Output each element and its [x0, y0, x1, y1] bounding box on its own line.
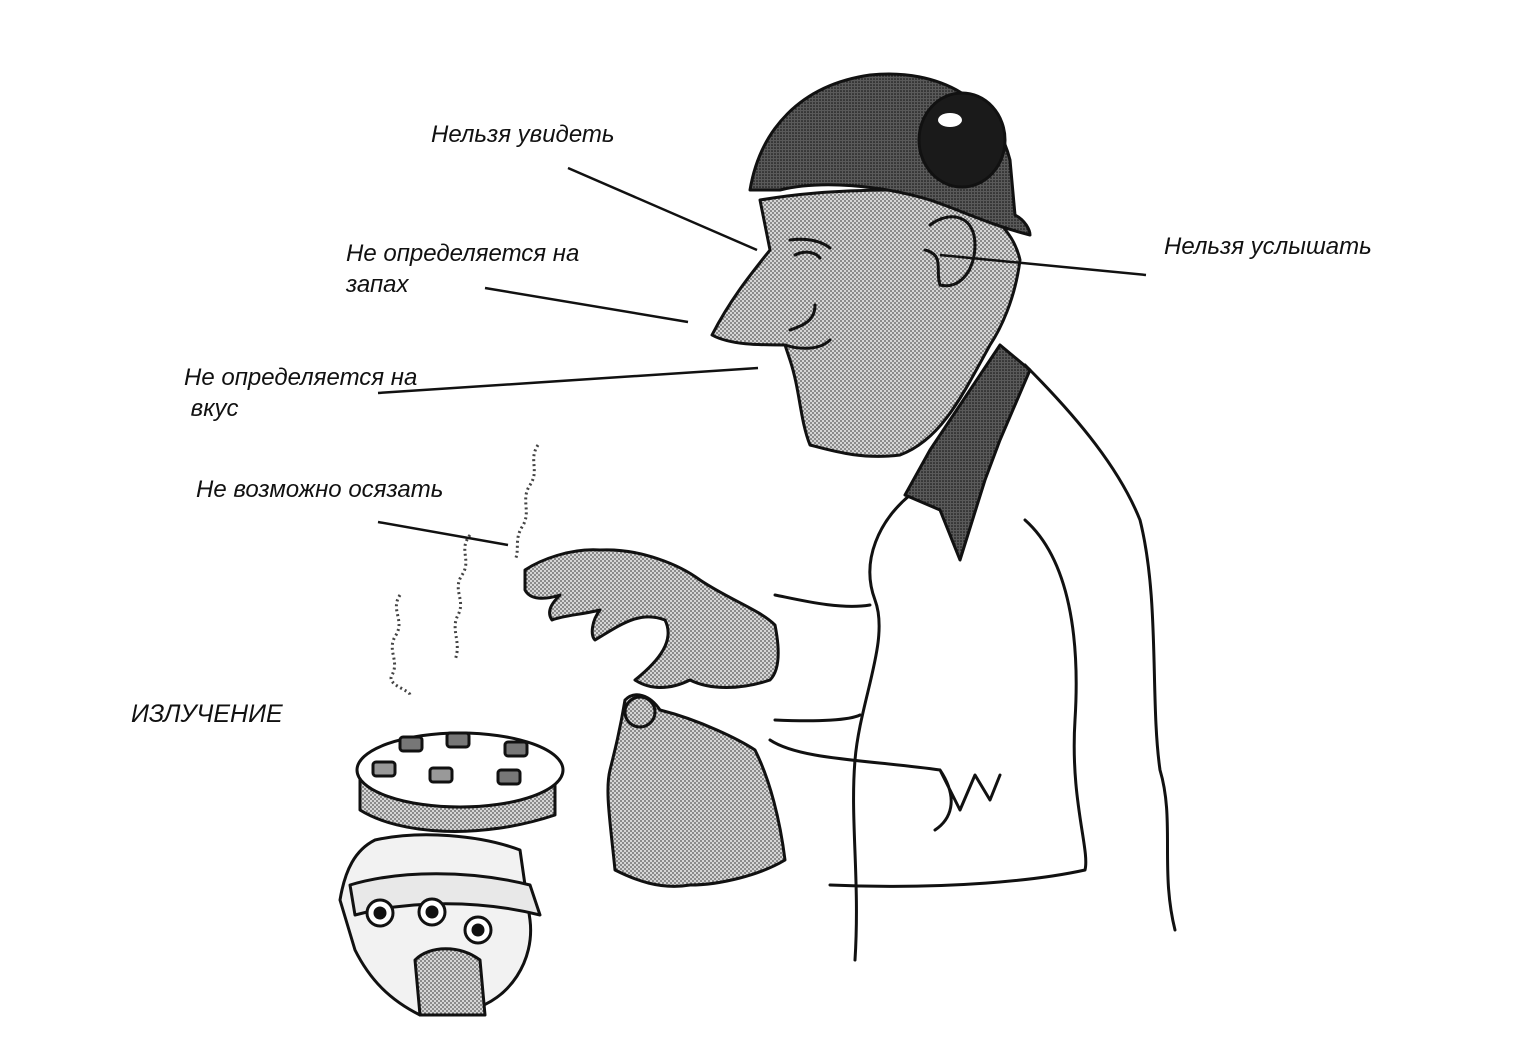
helmet-lamp [917, 91, 1007, 189]
radiation-waves [389, 444, 540, 696]
worker-sleeve [768, 593, 1002, 832]
source-stem [413, 947, 487, 1017]
source-bolt [445, 731, 471, 749]
label-no-smell-line1: Не определяется на [346, 240, 580, 267]
label-no-taste-line1: Не определяется на [184, 364, 418, 391]
label-no-taste-line2: вкус [184, 395, 239, 422]
label-no-smell: Не определяется на запах [346, 238, 579, 300]
source-band [348, 872, 542, 917]
label-no-smell-line2: запах [346, 271, 409, 298]
worker-lower-hand [606, 693, 787, 888]
leader-line-see [567, 166, 758, 252]
worker-mouth [783, 303, 832, 350]
leader-line-taste [377, 366, 759, 395]
source-bolt [496, 768, 522, 786]
leader-line-touch [377, 520, 509, 547]
helmet-lamp-highlight [938, 113, 962, 127]
label-radiation: ИЗЛУЧЕНИЕ [131, 700, 283, 728]
label-no-taste: Не определяется на вкус [184, 362, 417, 424]
worker-eye [788, 237, 832, 260]
leader-line-hear [939, 253, 1147, 277]
radiation-source [338, 731, 565, 1017]
source-bolt [398, 735, 424, 753]
worker-collar [903, 343, 1032, 562]
worker-thumb [623, 695, 657, 729]
worker-ear [923, 215, 977, 288]
label-cannot-touch: Не возможно осязать [196, 476, 444, 503]
source-bolt [503, 740, 529, 758]
annotation-lines [377, 166, 1147, 547]
worker-figure [523, 72, 1177, 962]
label-cannot-see: Нельзя увидеть [431, 121, 615, 148]
source-bolt [371, 760, 397, 778]
worker-upper-hand [523, 548, 780, 689]
radiation-wave [453, 534, 472, 661]
worker-coat [828, 363, 1177, 962]
leader-line-smell [484, 286, 689, 324]
radiation-wave [389, 594, 412, 696]
label-cannot-hear: Нельзя услышать [1164, 233, 1372, 260]
radiation-wave [513, 444, 540, 561]
source-bolt [428, 766, 454, 784]
